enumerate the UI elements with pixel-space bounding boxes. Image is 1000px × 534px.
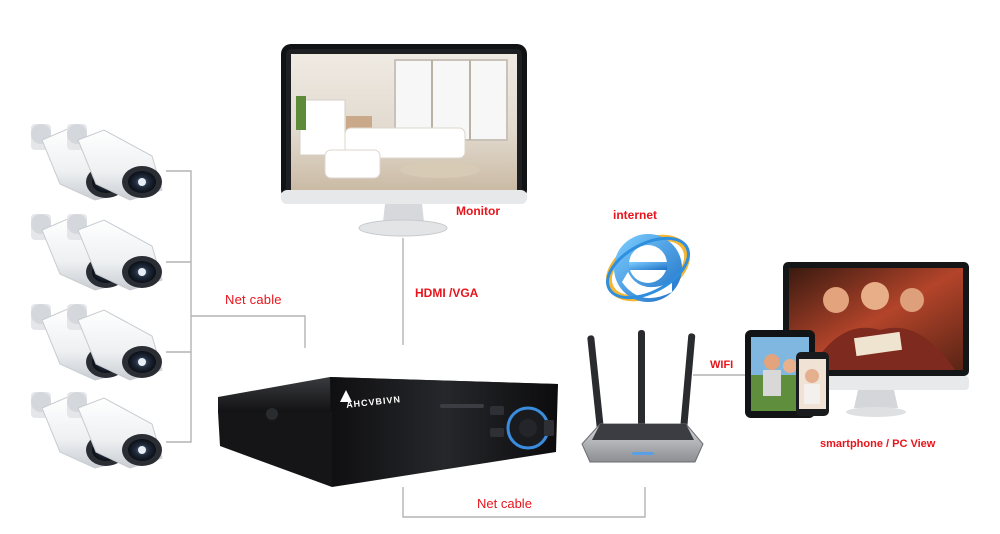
internet-explorer-icon [598,225,698,310]
hdmi-vga-label: HDMI /VGA [415,286,478,300]
nvr-status-leds [440,404,484,408]
camera-pair-4 [31,392,162,468]
camera-bus-line [166,171,191,442]
camera-pair-1 [31,124,162,200]
camera-pair-2 [31,214,162,290]
internet-label: internet [613,208,657,222]
router-status-led [632,452,654,455]
net-cable-label-left: Net cable [225,292,282,307]
nvr-recorder-icon [218,377,558,487]
smartphone-icon [796,352,829,416]
camera-pair-3 [31,304,162,380]
smartphone-pc-view-label: smartphone / PC View [820,438,935,450]
wifi-label: WIFI [710,359,733,371]
monitor-label: Monitor [456,204,500,218]
net-cable-label-bottom: Net cable [477,496,532,511]
camera-group [31,124,162,468]
net-cable-line-left [191,316,305,348]
wifi-router-icon [582,330,703,462]
